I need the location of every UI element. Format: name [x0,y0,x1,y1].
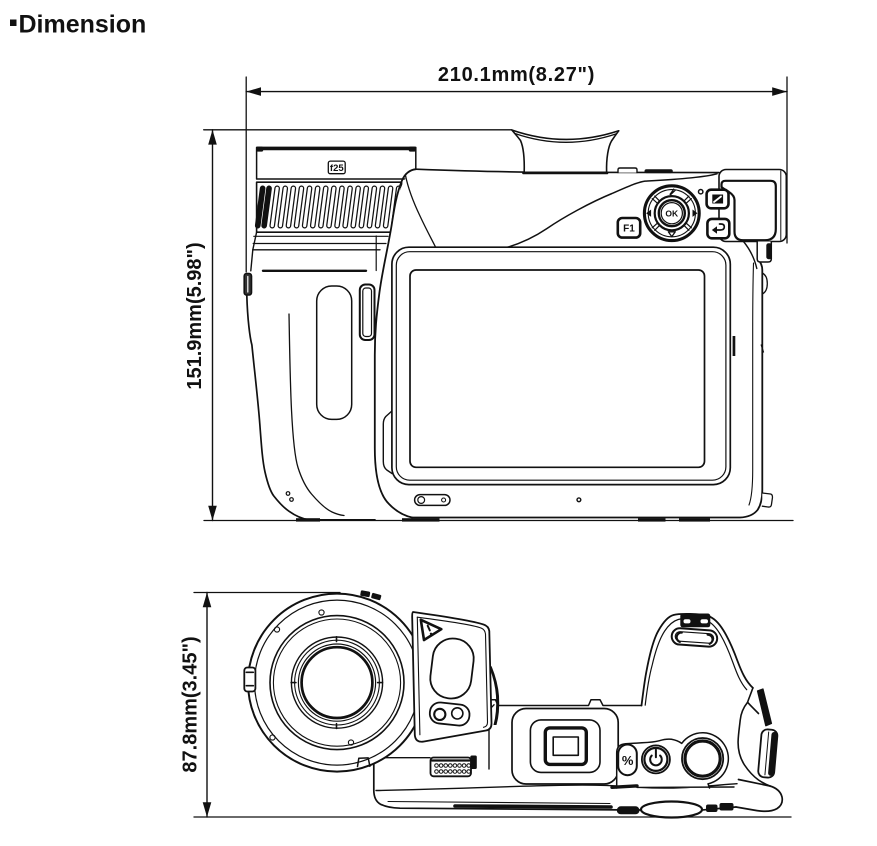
svg-text:F1: F1 [623,224,635,235]
svg-text:%: % [622,753,634,768]
svg-text:210.1mm(8.27"): 210.1mm(8.27") [438,64,595,86]
svg-text:87.8mm(3.45"): 87.8mm(3.45") [180,636,202,772]
svg-text:Dimension: Dimension [19,11,147,39]
svg-text:f25: f25 [330,163,344,174]
svg-text:OK: OK [665,208,679,218]
svg-text:151.9mm(5.98"): 151.9mm(5.98") [184,242,206,389]
